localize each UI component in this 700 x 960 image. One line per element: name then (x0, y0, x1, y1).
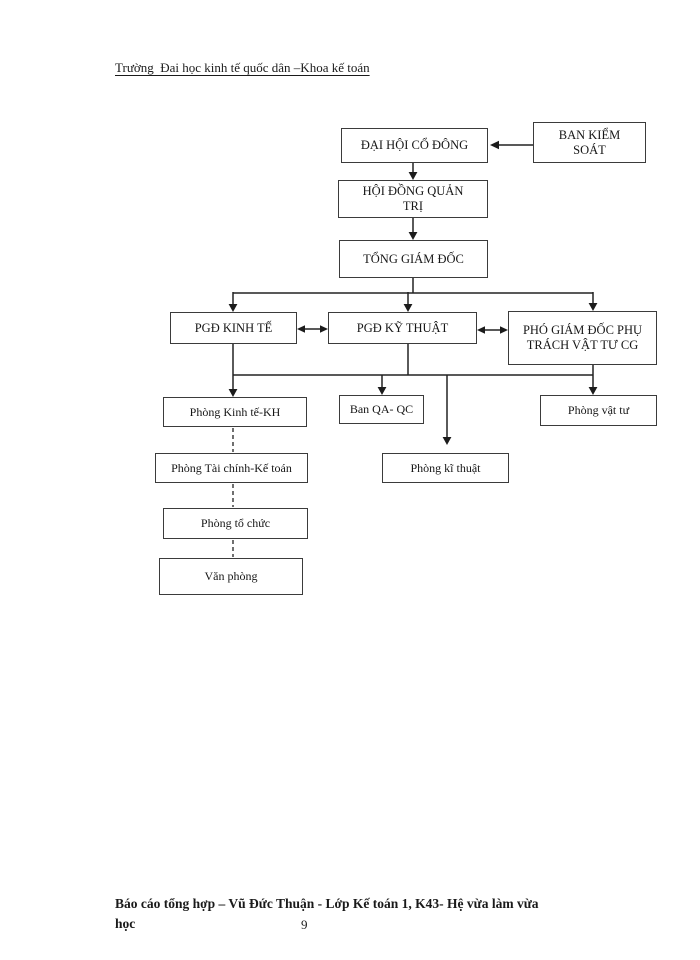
org-node-pgd-kinh-te: PGĐ KINH TẾ (170, 312, 297, 344)
org-node-tong-giam-doc: TỔNG GIÁM ĐỐC (339, 240, 488, 278)
org-node-phong-tai-chinh-ke-toan: Phòng Tài chính-Kế toán (155, 453, 308, 483)
page-header: Trường Đai học kinh tế quốc dân –Khoa kế… (115, 60, 370, 75)
page-number: 9 (301, 917, 308, 932)
org-node-label: Văn phòng (204, 569, 258, 583)
arrowhead-down-hdqt (408, 172, 418, 180)
page-footer: Báo cáo tổng hợp – Vũ Đức Thuận - Lớp Kế… (115, 894, 620, 934)
arrowhead-right-pgdkyt (320, 325, 328, 333)
org-node-label: PGĐ KỸ THUẬT (356, 320, 449, 335)
org-node-phong-to-chuc: Phòng tổ chức (163, 508, 308, 539)
arrowhead-down-pgd-kinh-te (228, 304, 238, 312)
arrowhead-down-pgd-ky-thuat (403, 304, 413, 312)
org-node-label: Phòng Kinh tế-KH (189, 404, 281, 419)
org-node-label: BAN KIỂM SOÁT (558, 127, 621, 157)
org-node-phong-kinh-te-kh: Phòng Kinh tế-KH (163, 397, 307, 427)
arrowhead-down-pho-gd (588, 303, 598, 311)
org-node-phong-ki-thuat: Phòng kĩ thuật (382, 453, 509, 483)
org-node-phong-vat-tu: Phòng vật tư (540, 395, 657, 426)
org-node-label: PGĐ KINH TẾ (194, 320, 273, 335)
org-node-ban-kiem-soat: BAN KIỂM SOÁT (533, 122, 646, 163)
org-node-label: Phòng vật tư (567, 403, 630, 417)
org-node-label: Phòng Tài chính-Kế toán (171, 460, 292, 475)
arrowhead-down-phong-vat-tu (588, 387, 598, 395)
org-node-pgd-ky-thuat: PGĐ KỸ THUẬT (328, 312, 477, 344)
arrowhead-down-phong-kinh-te (228, 389, 238, 397)
arrowhead-down-phong-ki-thuat (442, 437, 452, 445)
org-node-label: Phòng kĩ thuật (410, 460, 481, 475)
arrowhead-left-pgdkyt2 (477, 326, 485, 334)
org-node-label: HỘI ĐỒNG QUẢN TRỊ (362, 184, 464, 213)
org-node-label: Phòng tổ chức (200, 516, 271, 530)
org-node-pho-giam-doc-vat-tu: PHÓ GIÁM ĐỐC PHỤ TRÁCH VẬT TƯ CG (508, 311, 657, 365)
org-node-label: TỔNG GIÁM ĐỐC (363, 251, 464, 266)
org-node-dai-hoi-co-dong: ĐẠI HỘI CỔ ĐÔNG (341, 128, 488, 163)
arrowhead-left-pgdkt (297, 325, 305, 333)
arrowhead-down-ban-qa-qc (377, 387, 387, 395)
footer-line-1: Báo cáo tổng hợp – Vũ Đức Thuận - Lớp Kế… (115, 896, 539, 911)
org-node-hoi-dong-quan-tri: HỘI ĐỒNG QUẢN TRỊ (338, 180, 488, 218)
arrowhead-down-tgd (408, 232, 418, 240)
org-node-van-phong: Văn phòng (159, 558, 303, 595)
footer-line-2: học (115, 916, 136, 931)
org-node-label: ĐẠI HỘI CỔ ĐÔNG (360, 138, 469, 152)
arrowhead-right-phogd (500, 326, 508, 334)
org-node-ban-qa-qc: Ban QA- QC (339, 395, 424, 424)
org-node-label: Ban QA- QC (349, 402, 414, 416)
org-node-label: PHÓ GIÁM ĐỐC PHỤ TRÁCH VẬT TƯ CG (522, 323, 643, 352)
arrowhead-left-bks (490, 140, 499, 150)
